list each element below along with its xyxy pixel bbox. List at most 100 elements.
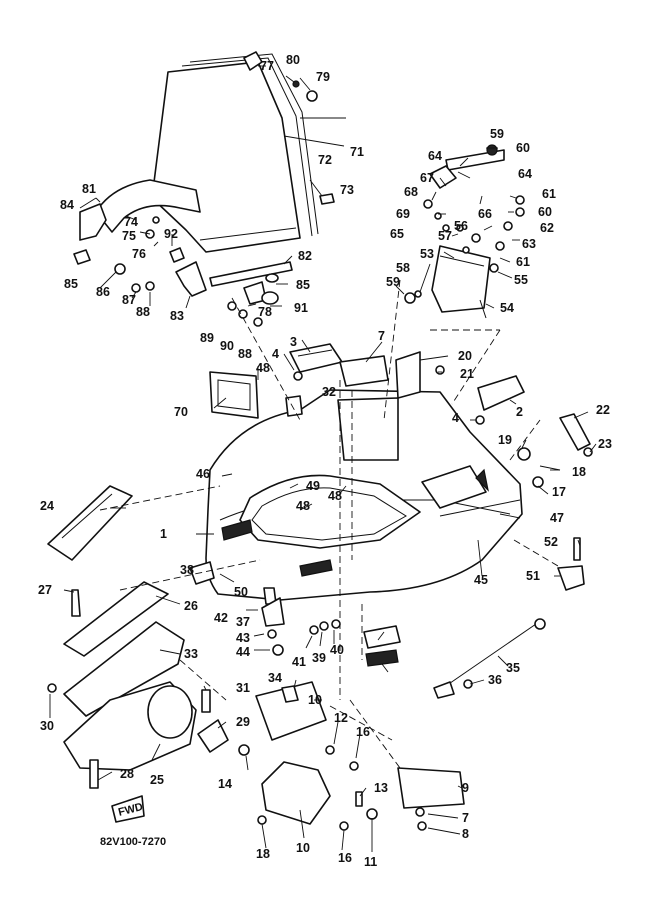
callout: 13 [374, 781, 388, 795]
callout: 85 [64, 277, 78, 291]
callout: 48 [296, 499, 310, 513]
callout: 59 [386, 275, 400, 289]
callout: 76 [132, 247, 146, 261]
callout: 59 [490, 127, 504, 141]
callout: 36 [488, 673, 502, 687]
callout: 18 [572, 465, 586, 479]
callout: 11 [364, 855, 377, 869]
callout: 73 [340, 183, 354, 197]
callout: 89 [200, 331, 214, 345]
callout: 19 [498, 433, 512, 447]
callout: 47 [550, 511, 564, 525]
callout: 7 [378, 329, 385, 343]
callout: 71 [350, 145, 364, 159]
callout: 2 [516, 405, 523, 419]
callout: 64 [428, 149, 442, 163]
callout: 57 [438, 229, 452, 243]
callout: 23 [598, 437, 612, 451]
assembly-lines [99, 279, 559, 769]
callout: 37 [236, 615, 250, 629]
callout: 84 [60, 198, 74, 212]
callout: 49 [306, 479, 320, 493]
callout: 29 [236, 715, 250, 729]
callout: 12 [334, 711, 348, 725]
callout: 87 [122, 293, 136, 307]
callout: 22 [596, 403, 610, 417]
callout: 32 [322, 385, 336, 399]
callout: 14 [218, 777, 232, 791]
callout: 48 [328, 489, 342, 503]
callout: 16 [356, 725, 370, 739]
callout: 30 [40, 719, 54, 733]
callout: 83 [170, 309, 184, 323]
callout: 74 [124, 215, 138, 229]
callout: 70 [174, 405, 188, 419]
callout: 46 [196, 467, 210, 481]
callout: 72 [318, 153, 332, 167]
callout: 39 [312, 651, 326, 665]
callout: 60 [516, 141, 530, 155]
hood-fittings [209, 343, 593, 591]
callout: 28 [120, 767, 134, 781]
callout: 67 [420, 171, 434, 185]
callout: 91 [294, 301, 308, 315]
callout: 52 [544, 535, 558, 549]
callout: 50 [234, 585, 248, 599]
callout: 10 [308, 693, 322, 707]
callout: 62 [540, 221, 554, 235]
callout-labels: 77 80 79 71 72 73 81 84 74 75 76 92 85 8… [38, 53, 612, 869]
callout: 21 [460, 367, 474, 381]
callout: 16 [338, 851, 352, 865]
callout: 53 [420, 247, 434, 261]
callout: 69 [396, 207, 410, 221]
callout: 61 [516, 255, 530, 269]
callout: 9 [462, 781, 469, 795]
callout: 81 [82, 182, 96, 196]
callout: 8 [462, 827, 469, 841]
callout: 61 [542, 187, 556, 201]
callout: 60 [538, 205, 552, 219]
callout: 33 [184, 647, 198, 661]
callout: 54 [500, 301, 514, 315]
hood-body [205, 389, 523, 601]
callout: 88 [136, 305, 150, 319]
callout: 4 [272, 347, 279, 361]
front-marker: FWD [117, 801, 144, 819]
callout: 35 [506, 661, 520, 675]
callout: 34 [268, 671, 282, 685]
callout: 45 [474, 573, 488, 587]
callout: 88 [238, 347, 252, 361]
callout: 78 [258, 305, 272, 319]
callout: 43 [236, 631, 250, 645]
callout: 38 [180, 563, 194, 577]
callout: 24 [40, 499, 54, 513]
callout: 3 [290, 335, 297, 349]
callout: 17 [552, 485, 566, 499]
callout: 44 [236, 645, 250, 659]
callout: 86 [96, 285, 110, 299]
callout: 26 [184, 599, 198, 613]
callout: 40 [330, 643, 344, 657]
callout: 1 [160, 527, 167, 541]
callout: 75 [122, 229, 136, 243]
callout: 92 [164, 227, 178, 241]
callout: 51 [526, 569, 540, 583]
callout: 66 [478, 207, 492, 221]
callout: 77 [260, 59, 274, 73]
drawing-code: 82V100-7270 [100, 836, 166, 848]
callout: 25 [150, 773, 164, 787]
callout: 80 [286, 53, 300, 67]
handle-assembly [404, 144, 525, 319]
callout: 68 [404, 185, 418, 199]
callout: 90 [220, 339, 234, 353]
callout: 58 [396, 261, 410, 275]
left-components [47, 485, 229, 823]
windshield-hardware [73, 51, 335, 327]
callout: 20 [458, 349, 472, 363]
callout: 10 [296, 841, 310, 855]
callout: 18 [256, 847, 270, 861]
callout: 85 [296, 278, 310, 292]
callout: 65 [390, 227, 404, 241]
callout: 55 [514, 273, 528, 287]
